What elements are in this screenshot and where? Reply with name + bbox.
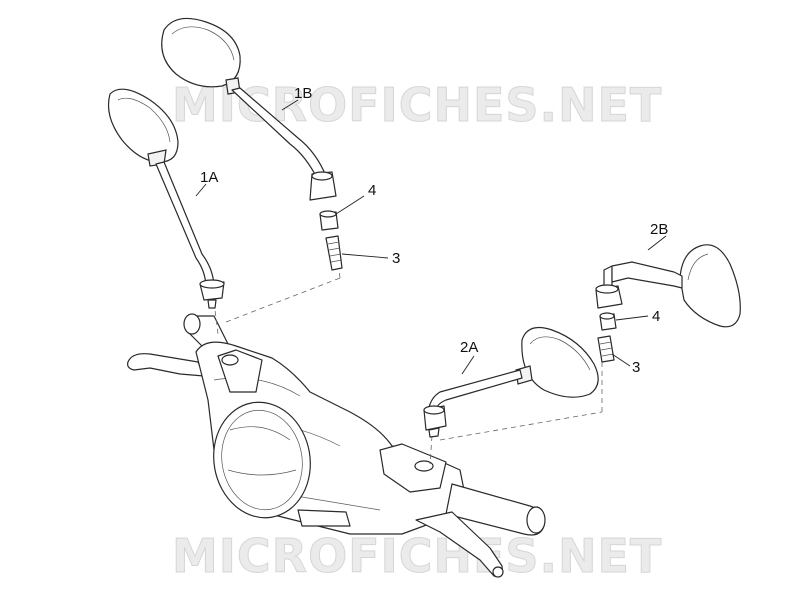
callout-3-left: 3: [392, 250, 400, 267]
leader-lines: [195, 99, 667, 375]
callout-2a: 2A: [460, 339, 478, 356]
watermark-bottom: MICROFICHES.NET: [172, 529, 662, 583]
mirror-2b: [595, 244, 741, 328]
screw-left: [325, 235, 343, 271]
mirror-1b: [161, 17, 337, 201]
handlebar-assembly: [127, 313, 546, 578]
mirror-1a: [107, 88, 225, 309]
screw-right: [597, 335, 615, 363]
callout-4-right: 4: [652, 308, 660, 325]
nut-left: [319, 210, 339, 231]
callout-1b: 1B: [294, 85, 312, 102]
callout-4-left: 4: [368, 182, 376, 199]
watermark-top: MICROFICHES.NET: [172, 78, 662, 132]
nut-right: [599, 312, 617, 331]
callout-1a: 1A: [200, 169, 218, 186]
callout-3-right: 3: [632, 359, 640, 376]
callout-2b: 2B: [650, 221, 668, 238]
mirror-2a: [423, 327, 599, 438]
